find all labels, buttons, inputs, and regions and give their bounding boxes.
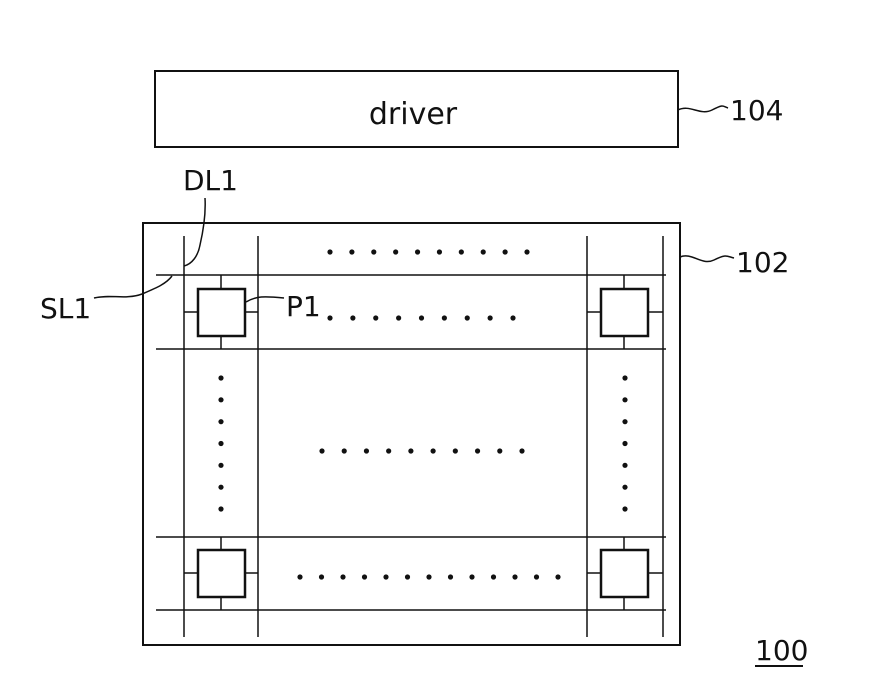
data-line-label: DL1 [183, 164, 238, 197]
ellipsis-dot-center [453, 448, 458, 453]
ellipsis-dot-top [459, 249, 464, 254]
ellipsis-dot-top [524, 249, 529, 254]
panel-ref-leader [680, 256, 734, 262]
ellipsis-dot-top [437, 249, 442, 254]
ellipsis-dot-top [481, 249, 486, 254]
ellipsis-dot-left-col [218, 463, 223, 468]
ellipsis-dot-bottom [555, 574, 560, 579]
ellipsis-dot-bottom [448, 574, 453, 579]
ellipsis-dot-row1 [350, 315, 355, 320]
ellipsis-dot-center [497, 448, 502, 453]
ellipsis-dot-row1 [442, 315, 447, 320]
ellipsis-dot-top [371, 249, 376, 254]
ellipsis-dot-right-col [622, 506, 627, 511]
ellipsis-dots [218, 249, 627, 579]
ellipsis-dot-right-col [622, 441, 627, 446]
pixel-bottom-right-box [601, 550, 648, 597]
ellipsis-dot-top [327, 249, 332, 254]
ellipsis-dot-bottom [512, 574, 517, 579]
pixel-p1-box [198, 289, 245, 336]
ellipsis-dot-center [319, 448, 324, 453]
ellipsis-dot-bottom [469, 574, 474, 579]
pixel-top-right-box [601, 289, 648, 336]
ellipsis-dot-right-col [622, 485, 627, 490]
scan-line-leader [94, 276, 172, 298]
figure-ref-label: 100 [755, 634, 808, 667]
pixel-bottom-left-box [198, 550, 245, 597]
driver-ref-label: 104 [730, 94, 783, 127]
ellipsis-dot-top [503, 249, 508, 254]
ellipsis-dot-top [349, 249, 354, 254]
ellipsis-dot-row1 [327, 315, 332, 320]
ellipsis-dot-bottom [319, 574, 324, 579]
pixel-leader [246, 297, 284, 302]
ellipsis-dot-center [519, 448, 524, 453]
ellipsis-dot-left-col [218, 419, 223, 424]
ellipsis-dot-bottom [491, 574, 496, 579]
ellipsis-dot-bottom [405, 574, 410, 579]
ellipsis-dot-bottom [534, 574, 539, 579]
pixel-label: P1 [286, 290, 321, 323]
data-line-leader [184, 198, 205, 266]
ellipsis-dot-left-col [218, 397, 223, 402]
ellipsis-dot-center [431, 448, 436, 453]
ellipsis-dot-right-col [622, 375, 627, 380]
ellipsis-dot-left-col [218, 506, 223, 511]
ellipsis-dot-bottom [340, 574, 345, 579]
ellipsis-dot-left-col [218, 441, 223, 446]
ellipsis-dot-row1 [510, 315, 515, 320]
panel-ref-label: 102 [736, 246, 789, 279]
ellipsis-dot-top [415, 249, 420, 254]
pixel-bottom-left [184, 537, 258, 610]
ellipsis-dot-top [393, 249, 398, 254]
ellipsis-dot-center [364, 448, 369, 453]
ellipsis-dot-center [475, 448, 480, 453]
driver-ref-leader [678, 106, 728, 112]
ellipsis-dot-row1 [396, 315, 401, 320]
ellipsis-dot-bottom [426, 574, 431, 579]
ellipsis-dot-left-col [218, 375, 223, 380]
pixel-bottom-right [587, 537, 663, 610]
ellipsis-dot-bottom [362, 574, 367, 579]
driver-label: driver [369, 97, 458, 132]
pixel-array-panel: 102 [40, 164, 789, 645]
ellipsis-dot-row1 [465, 315, 470, 320]
pixel-top-left [184, 275, 258, 349]
ellipsis-dot-left-col [218, 485, 223, 490]
ellipsis-dot-bottom [383, 574, 388, 579]
ellipsis-dot-row1 [373, 315, 378, 320]
ellipsis-dot-row1 [419, 315, 424, 320]
scan-line-label: SL1 [40, 292, 91, 325]
driver-block: driver 104 [155, 71, 783, 147]
ellipsis-dot-center [342, 448, 347, 453]
ellipsis-dot-center [386, 448, 391, 453]
ellipsis-dot-center [408, 448, 413, 453]
panel-box [143, 223, 680, 645]
ellipsis-dot-right-col [622, 397, 627, 402]
ellipsis-dot-right-col [622, 463, 627, 468]
ellipsis-dot-row1 [488, 315, 493, 320]
ellipsis-dot-bottom [297, 574, 302, 579]
pixel-top-right [587, 275, 663, 349]
ellipsis-dot-right-col [622, 419, 627, 424]
